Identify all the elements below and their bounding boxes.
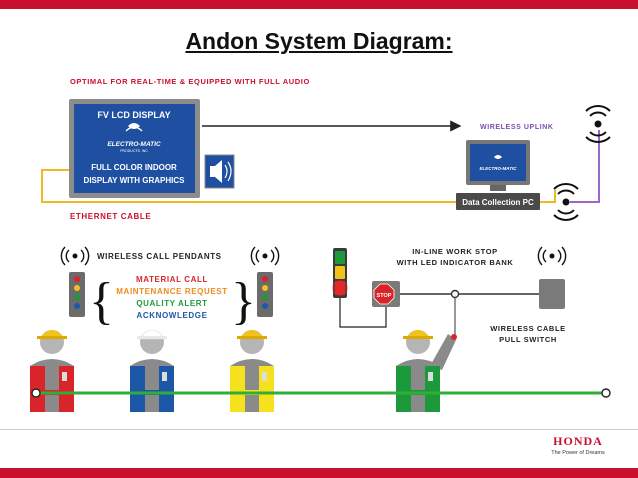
andon-light-icon: [332, 248, 348, 298]
wireless-signal-icon: [537, 246, 567, 266]
cable-end-left: [31, 388, 41, 398]
right-brace: }: [231, 273, 256, 330]
electromatic-logo-icon: [125, 123, 143, 132]
call-type-maintenance: MAINTENANCE REQUEST: [116, 287, 227, 296]
wireless-signal-icon: [553, 183, 579, 221]
left-brace: {: [89, 273, 114, 330]
worker-icon: [396, 330, 457, 412]
wireless-signal-icon: [585, 105, 611, 143]
work-stop-label-1: IN-LINE WORK STOP: [412, 247, 497, 256]
wireless-signal-icon: [60, 246, 90, 266]
lcd-display: FV LCD DISPLAY ELECTRO-MATIC PRODUCTS, I…: [69, 99, 200, 198]
lcd-line-2: DISPLAY WITH GRAPHICS: [84, 176, 186, 185]
page-title: Andon System Diagram:: [185, 28, 453, 54]
pull-switch-label-2: PULL SWITCH: [499, 335, 557, 344]
call-type-material: MATERIAL CALL: [136, 275, 208, 284]
lcd-logo-text: ELECTRO-MATIC: [107, 141, 161, 148]
ethernet-cable-label: ETHERNET CABLE: [70, 212, 151, 221]
cable-end-right: [601, 388, 611, 398]
worker-icon: [230, 330, 274, 412]
pull-switch-label-1: WIRELESS CABLE: [490, 324, 566, 333]
worker-icon: [30, 330, 74, 412]
pc-label: Data Collection PC: [462, 198, 534, 207]
top-accent-bar: [0, 0, 638, 9]
worker-icon: [130, 329, 174, 412]
speaker-icon: [204, 154, 235, 189]
pendant-icon: [257, 272, 273, 317]
stop-sign-icon: STOP: [373, 283, 395, 305]
pc-screen-logo: ELECTRO-MATIC: [480, 166, 518, 171]
work-stop-label-2: WITH LED INDICATOR BANK: [397, 258, 514, 267]
ethernet-cable-line: [41, 169, 556, 203]
indicator-wire: [339, 298, 387, 328]
pendant-icon: [69, 272, 85, 317]
lcd-header: FV LCD DISPLAY: [97, 110, 170, 120]
bottom-accent-bar: [0, 468, 638, 478]
footer-divider: [0, 429, 638, 430]
cable-ring: [450, 289, 460, 299]
honda-tagline: The Power of Dreams: [551, 450, 605, 456]
uplink-purple-line: [570, 130, 600, 203]
wireless-signal-icon: [250, 246, 280, 266]
wireless-uplink-label: WIRELESS UPLINK: [480, 124, 554, 131]
call-type-quality: QUALITY ALERT: [136, 299, 207, 308]
pendants-title: WIRELESS CALL PENDANTS: [97, 252, 222, 261]
honda-logo: HONDA: [553, 434, 603, 448]
data-collection-pc: ELECTRO-MATIC Data Collection PC: [456, 140, 540, 210]
pull-switch-box: [539, 279, 565, 309]
lcd-line-1: FULL COLOR INDOOR: [91, 163, 177, 172]
lcd-logo-subtext: PRODUCTS, INC: [120, 149, 148, 153]
top-caption: OPTIMAL FOR REAL-TIME & EQUIPPED WITH FU…: [70, 77, 310, 86]
stop-sign-text: STOP: [377, 293, 392, 299]
call-type-acknowledge: ACKNOWLEDGE: [136, 311, 207, 320]
stop-station: STOP: [372, 281, 400, 307]
